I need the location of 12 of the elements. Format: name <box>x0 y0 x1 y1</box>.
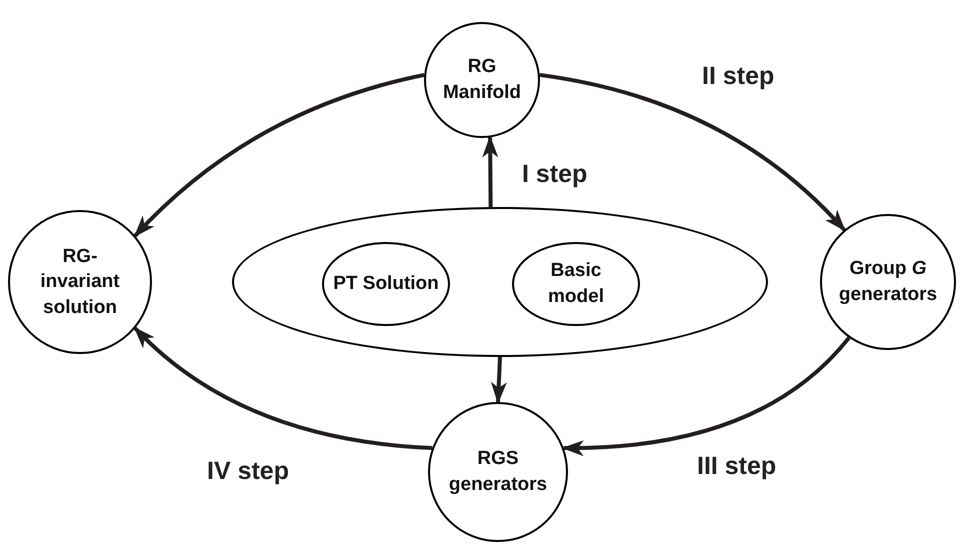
arrow <box>482 135 498 208</box>
node-label: RG- invariant solution <box>39 244 121 320</box>
arrow <box>539 72 846 232</box>
node-label: Basic model <box>547 259 605 309</box>
arrow <box>490 356 507 404</box>
node-label: Group G generators <box>838 257 938 307</box>
node-label: PT Solution <box>332 272 440 296</box>
node-label: RGS generators <box>448 447 548 497</box>
arrow <box>134 73 425 238</box>
arrow <box>562 336 850 456</box>
node-label: RG Manifold <box>442 55 522 105</box>
arrow <box>134 326 432 450</box>
